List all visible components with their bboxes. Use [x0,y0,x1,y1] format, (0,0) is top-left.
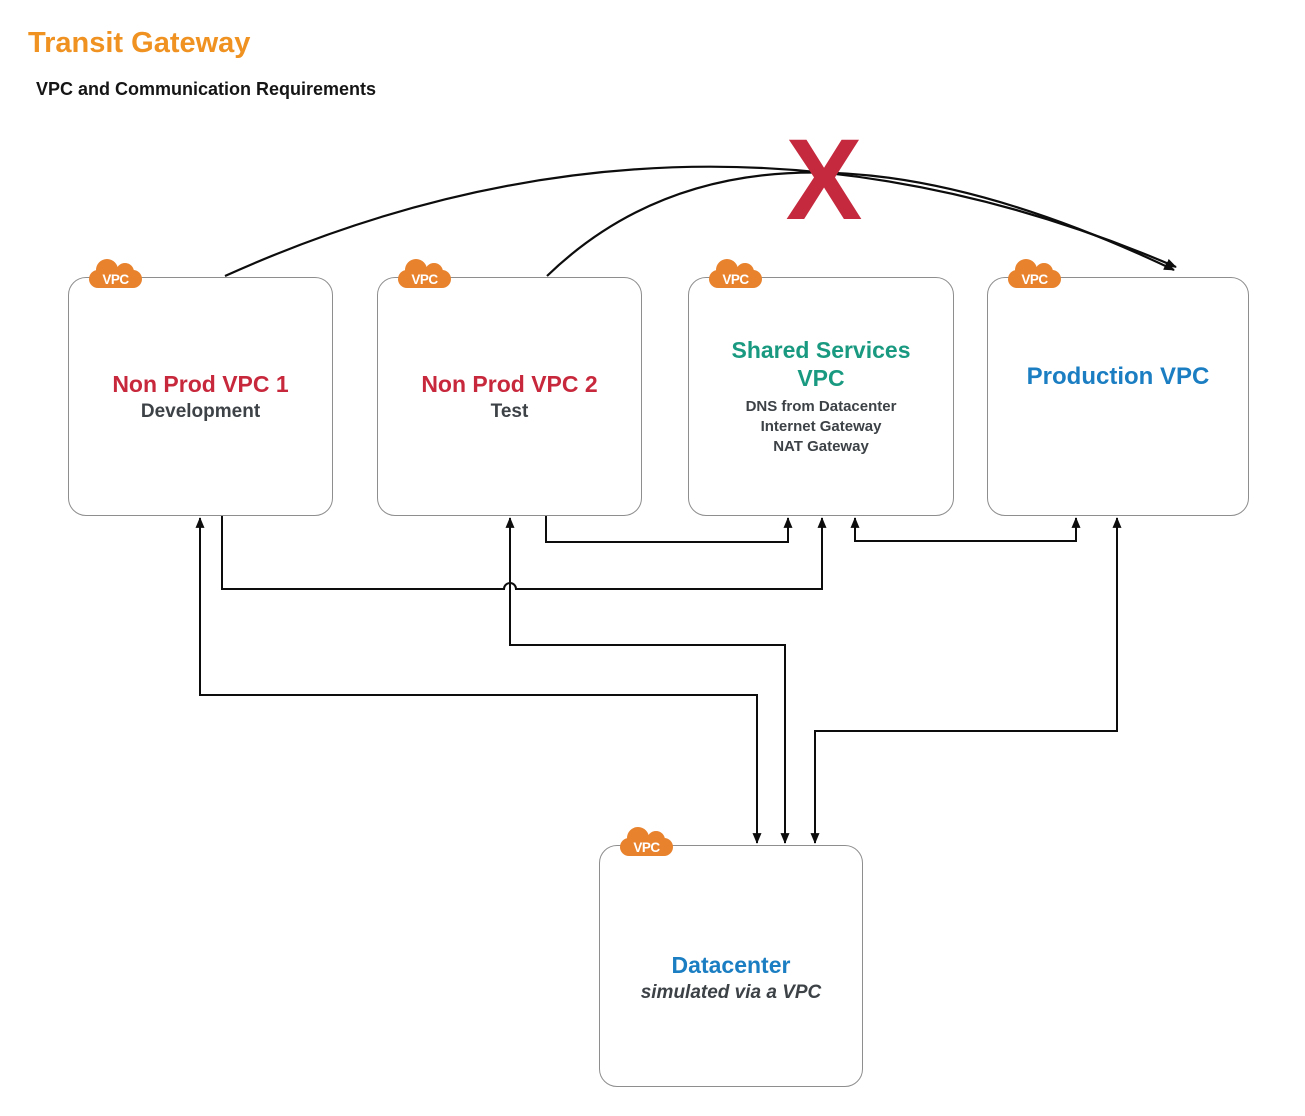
denied-x-marker: X [785,116,863,244]
node-title-shared-line2: VPC [797,365,845,391]
vpc-node-datacenter: VPC Datacenter simulated via a VPC [599,827,863,1087]
vpc-cloud-icon: VPC [89,259,142,288]
vpc-badge-label: VPC [1021,272,1048,287]
connector-shared-production [850,517,1081,542]
vpc-cloud-icon: VPC [620,827,673,856]
shared-detail-nat: NAT Gateway [773,438,869,455]
connector-nonprod2-to-shared [545,516,793,543]
datacenter-text-block: Datacenter simulated via a VPC [641,951,822,1005]
connector-nonprod1-datacenter [195,517,762,844]
vpc-node-production: VPC Production VPC [987,259,1249,516]
node-title-shared-line1: Shared Services [731,337,911,363]
vpc-cloud-icon: VPC [709,259,762,288]
vpc-node-nonprod2: VPC Non Prod VPC 2 Test [377,259,642,516]
connector-production-datacenter [810,517,1122,844]
node-title-datacenter: Datacenter [671,952,791,978]
node-subtitle-nonprod1: Development [140,400,261,422]
vpc-node-nonprod1: VPC Non Prod VPC 1 Development [68,259,333,516]
vpc-badge-label: VPC [411,272,438,287]
node-subtitle-nonprod2: Test [490,400,529,422]
shared-detail-dns: DNS from Datacenter [745,398,897,415]
vpc-badge-label: VPC [633,840,660,855]
connector-denied-nonprod1-to-production [224,165,1177,278]
page-subtitle: VPC and Communication Requirements [36,79,377,99]
node-details-shared: DNS from Datacenter Internet Gateway NAT… [746,397,897,457]
vpc-node-shared-services: VPC Shared Services VPC DNS from Datacen… [688,259,954,516]
node-title-nonprod1: Non Prod VPC 1 [112,370,289,397]
connector-nonprod2-datacenter [505,517,790,844]
connector-denied-nonprod2-to-production [546,171,1175,277]
vpc-cloud-icon: VPC [1008,259,1061,288]
vpc-cloud-icon: VPC [398,259,451,288]
node-subtitle-datacenter: simulated via a VPC [640,982,822,1003]
shared-detail-igw: Internet Gateway [760,418,882,435]
vpc-badge-label: VPC [102,272,129,287]
page-title: Transit Gateway [28,27,251,59]
connector-nonprod1-to-shared [221,516,827,590]
vpc-badge-label: VPC [722,272,749,287]
node-title-nonprod2: Non Prod VPC 2 [421,370,598,397]
node-title-production: Production VPC [1026,362,1210,390]
